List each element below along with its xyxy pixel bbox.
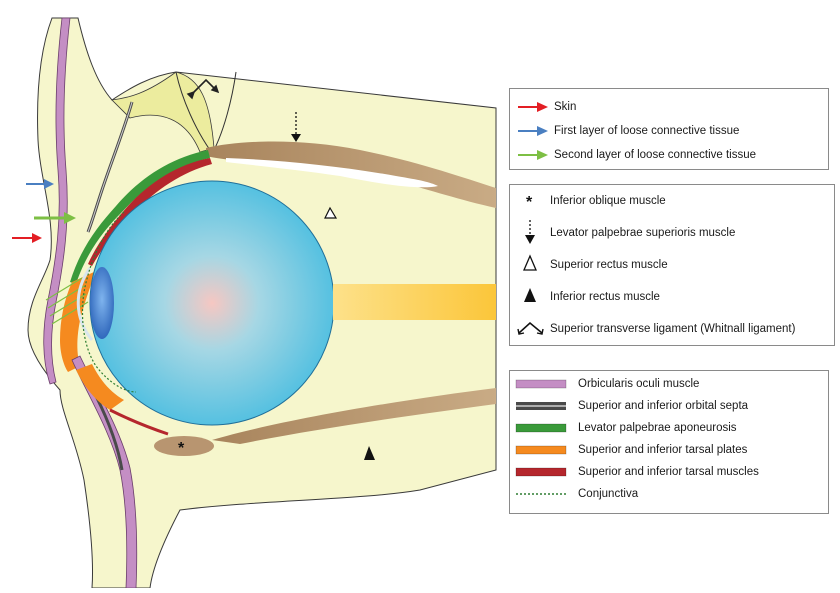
side-arrow-skin bbox=[12, 233, 42, 243]
legend-arrow-row: First layer of loose connective tissue bbox=[510, 121, 828, 141]
legend-swatch-row: Superior and inferior tarsal plates bbox=[510, 440, 828, 460]
caret-chevron-icon bbox=[516, 315, 546, 341]
dotted-arrow-icon bbox=[516, 219, 546, 245]
legend-swatch-row: Superior and inferior tarsal muscles bbox=[510, 462, 828, 482]
legend-symbol-label: Superior transverse ligament (Whitnall l… bbox=[550, 323, 795, 335]
legend-symbol-row: Inferior rectus muscle bbox=[510, 287, 834, 307]
svg-text:*: * bbox=[526, 194, 533, 211]
legend-swatch bbox=[514, 378, 568, 390]
legend-swatch bbox=[514, 444, 568, 456]
lens bbox=[90, 267, 114, 339]
legend-swatch-label: Superior and inferior tarsal muscles bbox=[578, 466, 759, 478]
legend-symbol-row: * Inferior oblique muscle bbox=[510, 191, 834, 211]
arrow-icon bbox=[516, 100, 550, 114]
optic-nerve bbox=[333, 284, 496, 320]
legend-swatch-row: Superior and inferior orbital septa bbox=[510, 396, 828, 416]
legend-swatch bbox=[514, 400, 568, 412]
legend-swatch-label: Levator palpebrae aponeurosis bbox=[578, 422, 737, 434]
legend-swatch-label: Conjunctiva bbox=[578, 488, 638, 500]
legend-arrow-label: First layer of loose connective tissue bbox=[554, 125, 739, 137]
hollow-triangle-icon bbox=[516, 251, 546, 277]
legend-swatch-label: Superior and inferior orbital septa bbox=[578, 400, 748, 412]
filled-triangle-icon bbox=[516, 283, 546, 309]
legend-arrow-label: Skin bbox=[554, 101, 576, 113]
eyeball bbox=[90, 181, 334, 425]
legend-swatch-row: Orbicularis oculi muscle bbox=[510, 374, 828, 394]
legend-symbol-label: Levator palpebrae superioris muscle bbox=[550, 227, 735, 239]
legend-swatch bbox=[514, 488, 568, 500]
legend-symbol-row: Superior rectus muscle bbox=[510, 255, 834, 275]
inferior-oblique-asterisk: * bbox=[178, 440, 185, 457]
legend-swatch bbox=[514, 422, 568, 434]
legend-swatch-label: Superior and inferior tarsal plates bbox=[578, 444, 747, 456]
legend-swatch-row: Conjunctiva bbox=[510, 484, 828, 504]
legend-symbol-row: Levator palpebrae superioris muscle bbox=[510, 223, 834, 243]
arrow-icon bbox=[516, 124, 550, 138]
legend-symbol-label: Inferior rectus muscle bbox=[550, 291, 660, 303]
legend-swatch-row: Levator palpebrae aponeurosis bbox=[510, 418, 828, 438]
legend-arrow-row: Second layer of loose connective tissue bbox=[510, 145, 828, 165]
legend-symbol-row: Superior transverse ligament (Whitnall l… bbox=[510, 319, 834, 339]
arrow-icon bbox=[516, 148, 550, 162]
legend-arrow-label: Second layer of loose connective tissue bbox=[554, 149, 756, 161]
legend-arrow-row: Skin bbox=[510, 97, 828, 117]
asterisk-icon: * bbox=[516, 187, 546, 213]
legend-swatch-label: Orbicularis oculi muscle bbox=[578, 378, 699, 390]
legend-symbol-label: Superior rectus muscle bbox=[550, 259, 668, 271]
legend-swatch bbox=[514, 466, 568, 478]
legend-symbol-label: Inferior oblique muscle bbox=[550, 195, 666, 207]
